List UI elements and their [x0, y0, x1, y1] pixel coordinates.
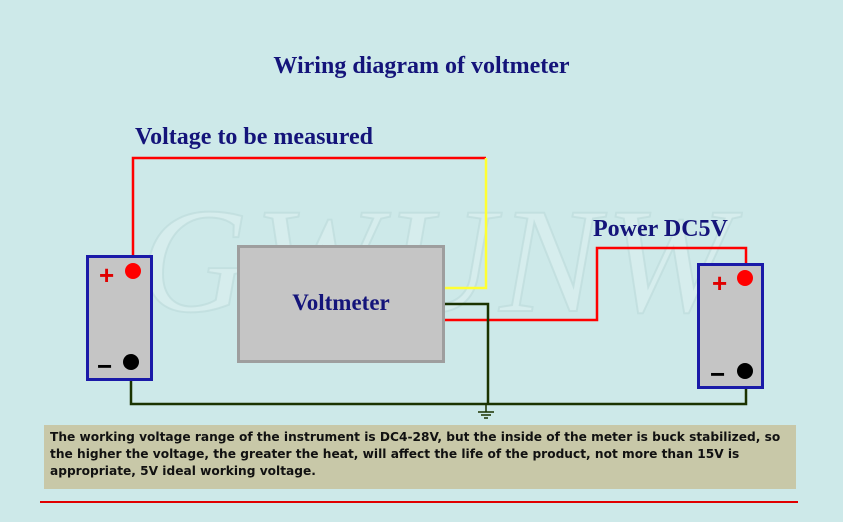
battery-right-minus-sign: − — [710, 359, 726, 389]
wire-meter-ground — [445, 302, 490, 404]
wire-measured-positive — [131, 156, 486, 270]
battery-power: + − — [697, 263, 764, 389]
battery-measured: + − — [86, 255, 153, 381]
terminal-right-negative — [737, 363, 753, 379]
label-voltage-to-be-measured: Voltage to be measured — [135, 124, 373, 150]
diagram-title: Wiring diagram of voltmeter — [273, 53, 570, 79]
voltmeter-label: Voltmeter — [292, 290, 390, 315]
wire-power-positive — [445, 246, 748, 322]
ground-symbol-icon — [478, 404, 494, 419]
wire-signal-yellow — [445, 158, 488, 290]
terminal-left-negative — [123, 354, 139, 370]
label-power: Power DC5V — [593, 216, 728, 242]
terminal-right-positive — [737, 270, 753, 286]
voltmeter-box: Voltmeter — [237, 245, 445, 363]
battery-left-minus-sign: − — [97, 351, 113, 381]
note-text: The working voltage range of the instrum… — [44, 425, 796, 489]
terminal-left-positive — [125, 263, 141, 279]
battery-right-plus-sign: + — [712, 268, 728, 298]
battery-left-plus-sign: + — [99, 260, 115, 290]
